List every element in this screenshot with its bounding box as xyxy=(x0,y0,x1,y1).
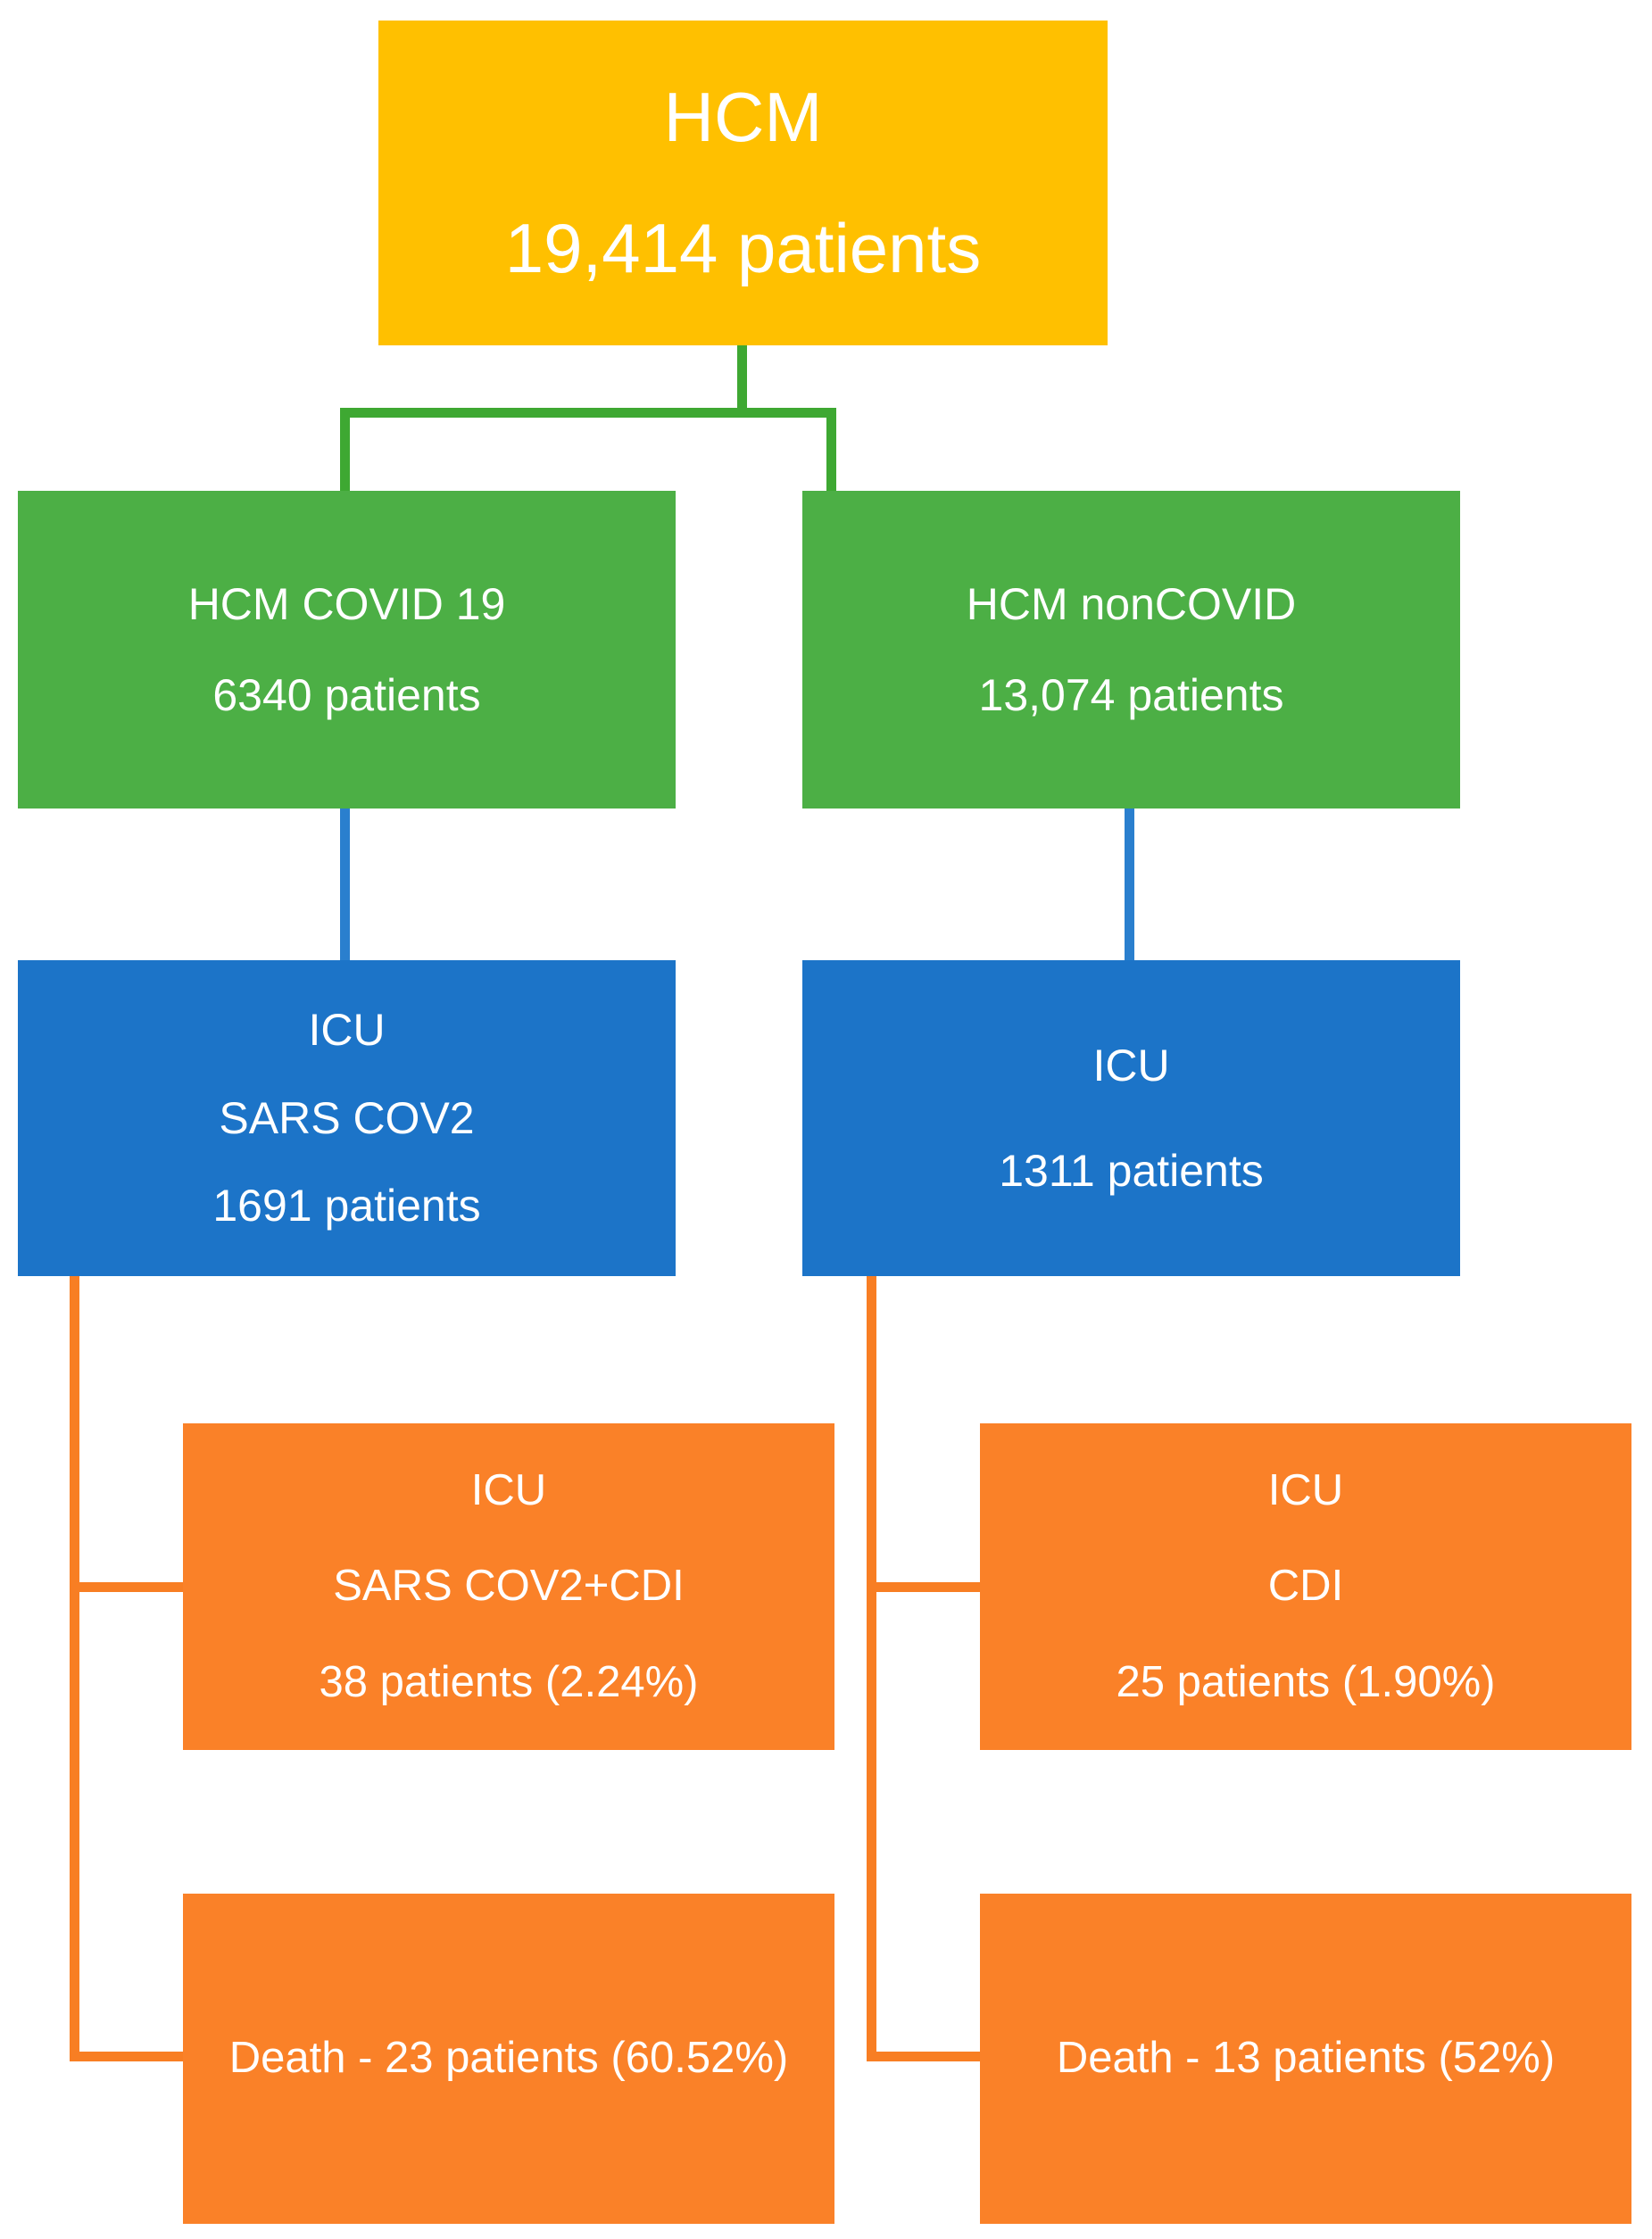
node-hcm-covid19-title: HCM COVID 19 xyxy=(187,578,506,629)
connector-icu-sars-trunk xyxy=(70,1276,79,2061)
node-icu-sars-cov2-subtitle: SARS COV2 xyxy=(219,1092,475,1143)
node-icu-sars-cov2-title: ICU xyxy=(308,1005,386,1056)
connector-icu-noncovid-to-cdi xyxy=(867,1582,984,1592)
node-icu-sars-cov2-cdi-count: 38 patients (2.24%) xyxy=(319,1657,699,1706)
node-icu-noncovid-count: 1311 patients xyxy=(999,1146,1264,1196)
node-icu-sars-cov2-cdi-title: ICU xyxy=(470,1466,547,1515)
node-hcm-total-title: HCM xyxy=(663,77,823,156)
node-hcm-total-count: 19,414 patients xyxy=(504,209,982,287)
node-hcm-covid19: HCM COVID 19 6340 patients xyxy=(18,491,676,809)
connector-icu-sars-to-death xyxy=(70,2052,187,2061)
node-icu-noncovid: ICU 1311 patients xyxy=(802,960,1460,1276)
node-icu-sars-cov2-cdi-subtitle: SARS COV2+CDI xyxy=(333,1562,685,1611)
connector-root-stem xyxy=(737,345,747,413)
connector-icu-noncovid-trunk xyxy=(867,1276,876,2061)
node-hcm-total: HCM 19,414 patients xyxy=(378,21,1108,345)
connector-root-split-bar xyxy=(340,408,836,418)
node-hcm-noncovid-count: 13,074 patients xyxy=(978,670,1284,720)
connector-icu-sars-to-cdi xyxy=(70,1582,187,1592)
connector-root-to-hcm-covid xyxy=(340,408,350,491)
connector-hcm-noncovid-to-icu xyxy=(1125,809,1134,960)
node-icu-cdi: ICU CDI 25 patients (1.90%) xyxy=(980,1423,1631,1750)
node-death-noncovid: Death - 13 patients (52%) xyxy=(980,1894,1631,2224)
node-death-covid: Death - 23 patients (60.52%) xyxy=(183,1894,834,2224)
node-icu-sars-cov2-cdi: ICU SARS COV2+CDI 38 patients (2.24%) xyxy=(183,1423,834,1750)
node-icu-cdi-subtitle: CDI xyxy=(1267,1562,1344,1611)
node-death-noncovid-text: Death - 13 patients (52%) xyxy=(1056,2034,1556,2083)
node-death-covid-text: Death - 23 patients (60.52%) xyxy=(228,2034,789,2083)
node-hcm-noncovid: HCM nonCOVID 13,074 patients xyxy=(802,491,1460,809)
connector-hcm-covid-to-icu-sars xyxy=(340,809,350,960)
node-hcm-covid19-count: 6340 patients xyxy=(212,670,481,720)
node-icu-noncovid-title: ICU xyxy=(1092,1040,1170,1090)
node-icu-sars-cov2-count: 1691 patients xyxy=(212,1181,481,1231)
node-icu-cdi-title: ICU xyxy=(1267,1466,1344,1515)
node-icu-cdi-count: 25 patients (1.90%) xyxy=(1116,1657,1496,1706)
node-hcm-noncovid-title: HCM nonCOVID xyxy=(966,578,1297,629)
connector-root-to-hcm-noncovid xyxy=(826,408,836,491)
node-icu-sars-cov2: ICU SARS COV2 1691 patients xyxy=(18,960,676,1276)
connector-icu-noncovid-to-death xyxy=(867,2052,984,2061)
